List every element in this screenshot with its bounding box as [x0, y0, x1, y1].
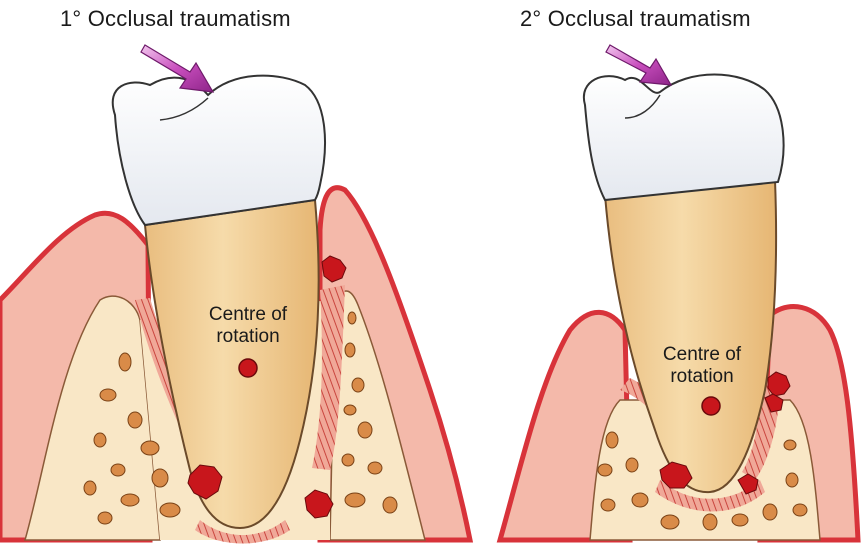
crown-2: [584, 75, 784, 201]
centre-label-1-line1: Centre of: [178, 304, 318, 326]
centre-label-2-line2: rotation: [632, 366, 772, 388]
panel-2-secondary: [500, 45, 858, 540]
centre-of-rotation-dot-2: [702, 397, 720, 415]
centre-label-2-line1: Centre of: [632, 344, 772, 366]
centre-of-rotation-dot-1: [239, 359, 257, 377]
panel-1-primary: [0, 45, 470, 544]
centre-of-rotation-label-2: Centre of rotation: [632, 344, 772, 388]
centre-of-rotation-label-1: Centre of rotation: [178, 304, 318, 348]
crown-1: [113, 76, 325, 225]
centre-label-1-line2: rotation: [178, 326, 318, 348]
